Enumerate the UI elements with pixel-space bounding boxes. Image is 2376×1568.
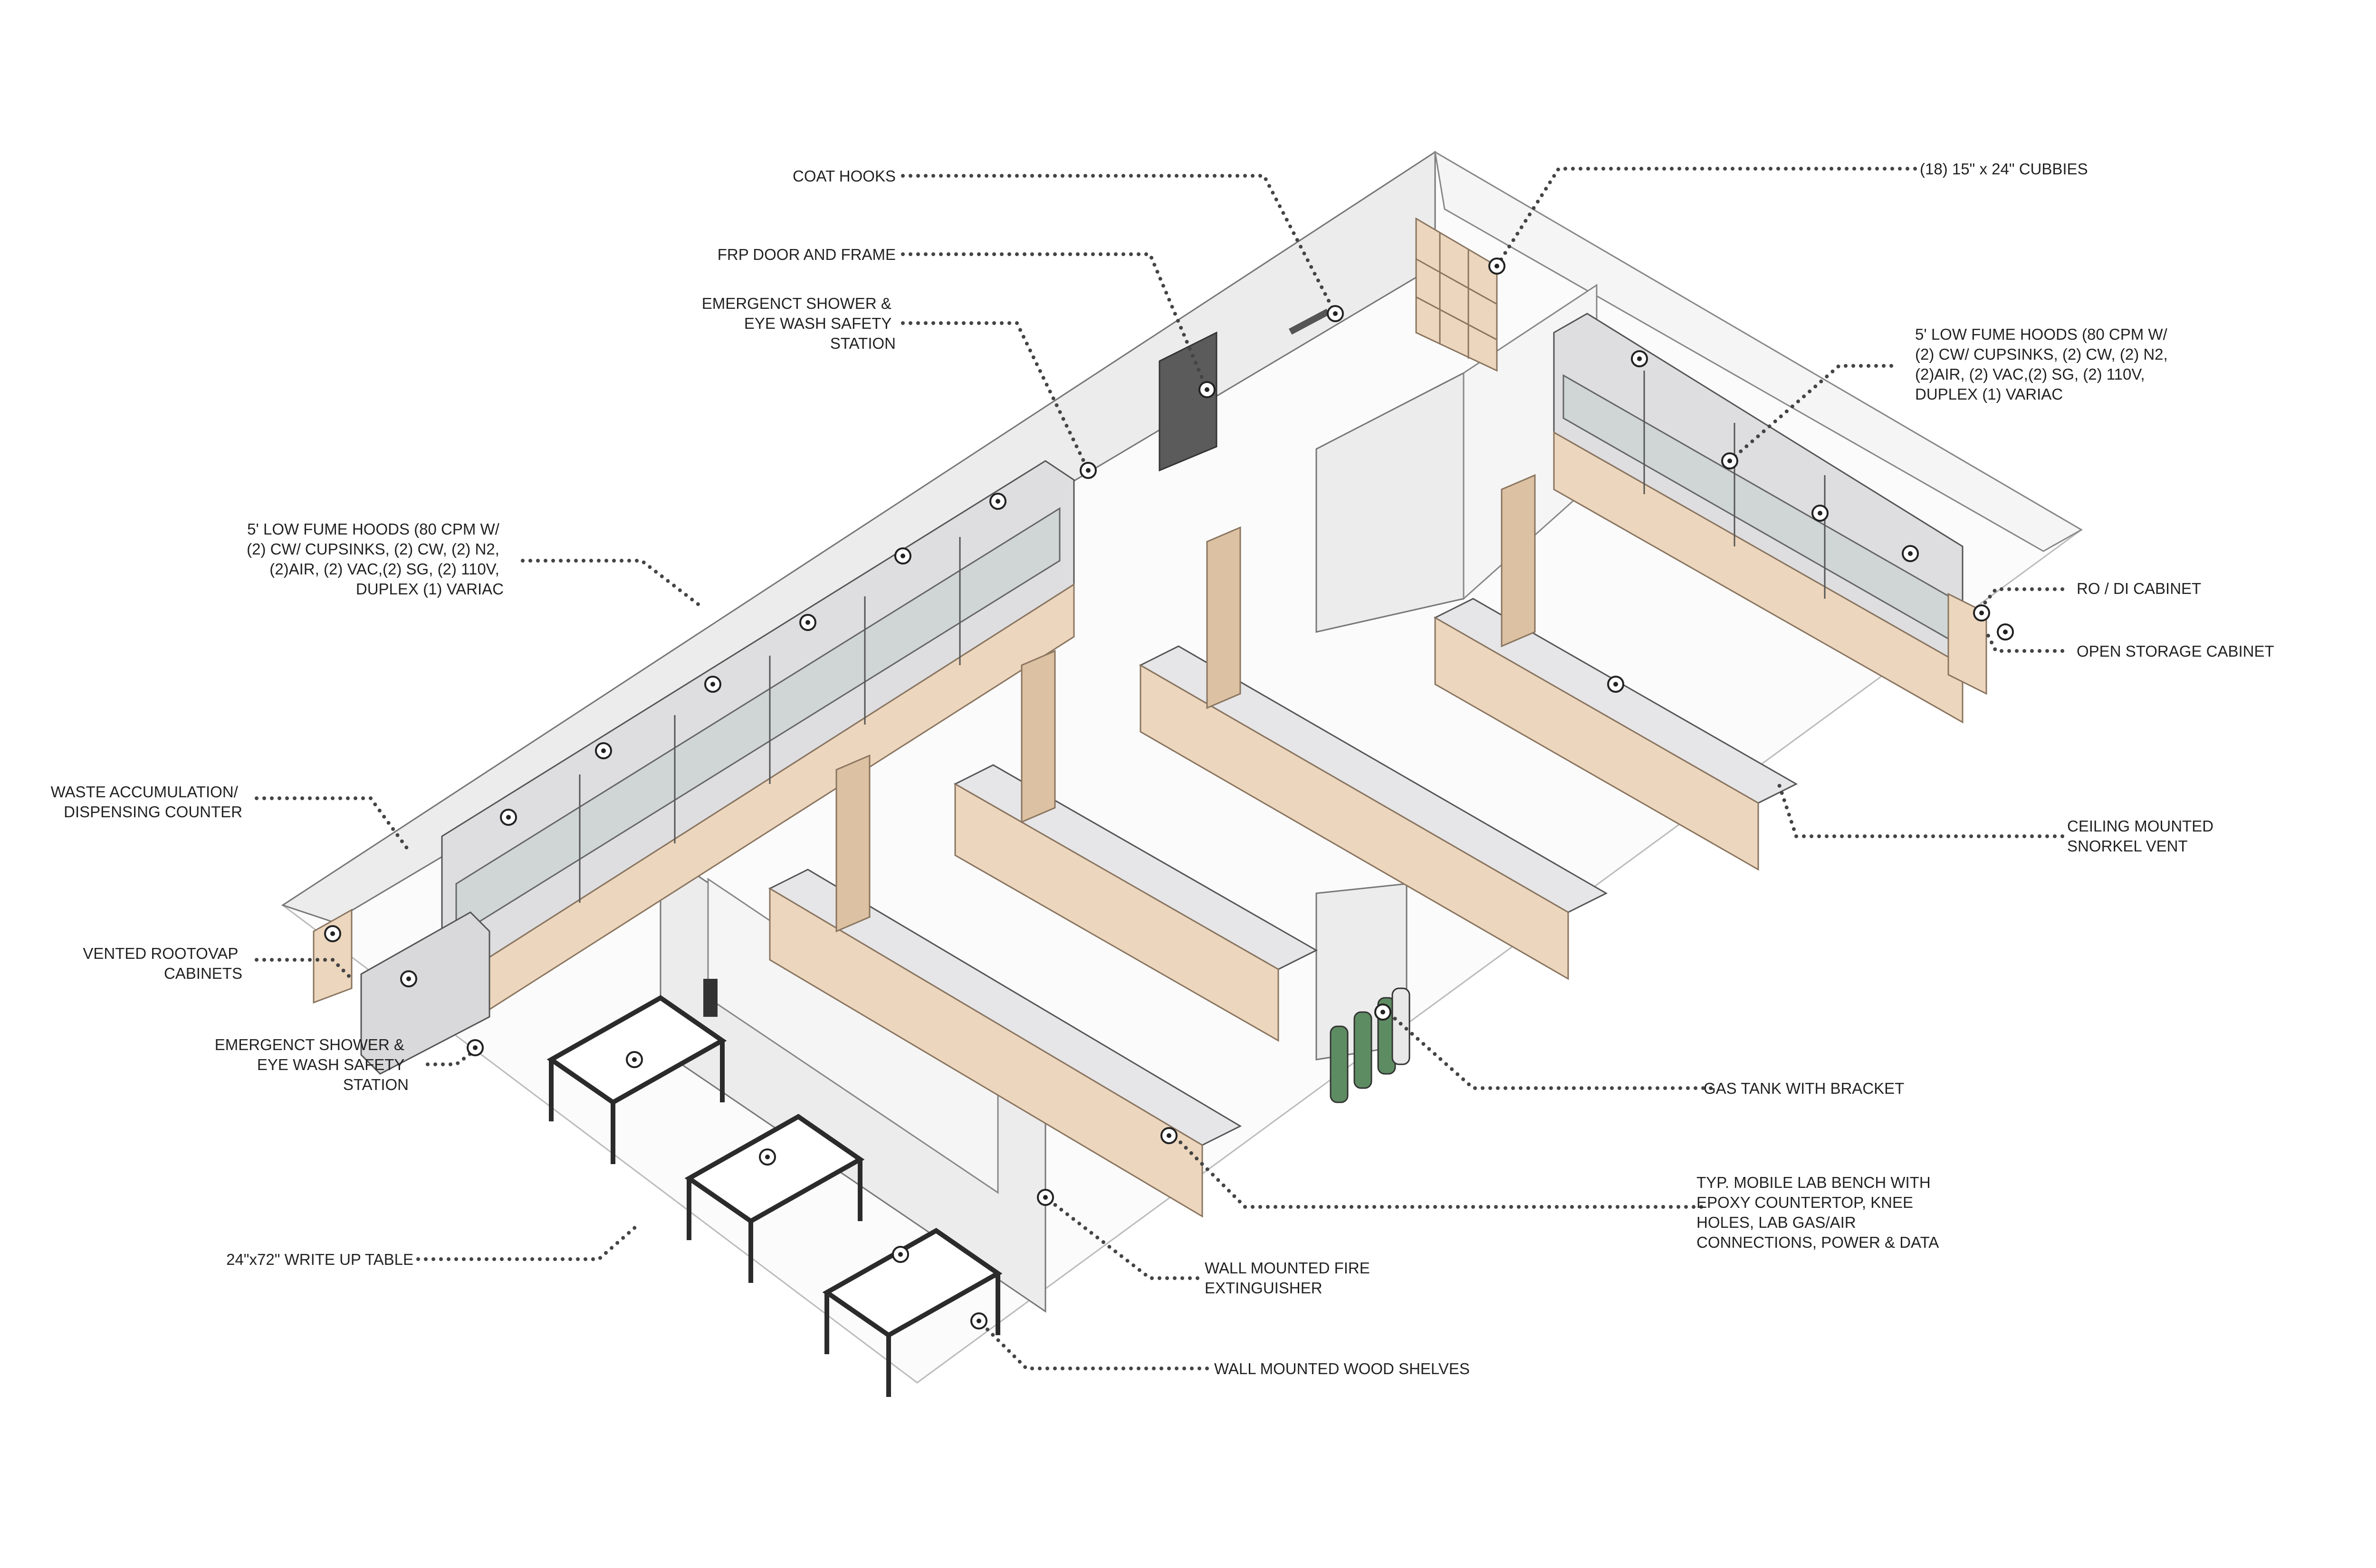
rootovap-cabinets (313, 908, 353, 1004)
label-snorkel: CEILING MOUNTED SNORKEL VENT (2067, 817, 2218, 855)
window-sill (703, 979, 718, 1017)
label-fume-hoods-left: 5' LOW FUME HOODS (80 CPM W/ (2) CW/ CUP… (247, 520, 504, 598)
cubbies-unit (1415, 217, 1498, 372)
fume-hoods-left-run (441, 460, 1075, 1023)
label-mobile-bench: TYP. MOBILE LAB BENCH WITH EPOXY COUNTER… (1696, 1174, 1939, 1251)
frp-door (1159, 331, 1217, 472)
lab-bench-3 (1139, 526, 1608, 980)
coat-hooks-rail (1288, 308, 1330, 335)
write-up-table-3 (822, 1228, 1003, 1397)
callout-markers (324, 258, 2014, 1329)
lab-bench-4 (1433, 474, 1798, 871)
label-shower-top: EMERGENCT SHOWER & EYE WASH SAFETY STATI… (702, 295, 896, 352)
write-up-table-1 (546, 995, 727, 1164)
leader-lines (255, 167, 2064, 1370)
label-rootovap: VENTED ROOTOVAP CABINETS (83, 945, 242, 982)
label-gas-tank: GAS TANK WITH BRACKET (1704, 1080, 1904, 1097)
lab-bench-2 (953, 650, 1318, 1042)
waste-dispensing-counter (360, 911, 490, 1075)
label-frp-door: FRP DOOR AND FRAME (718, 246, 896, 263)
label-coat-hooks: COAT HOOKS (793, 167, 896, 185)
label-ro-di: RO / DI CABINET (2077, 580, 2201, 597)
fume-hoods-right-run (1553, 313, 1964, 724)
label-wood-shelves: WALL MOUNTED WOOD SHELVES (1214, 1360, 1470, 1377)
label-shower-left: EMERGENCT SHOWER & EYE WASH SAFETY STATI… (215, 1036, 409, 1093)
lab-bench-1 (768, 754, 1242, 1218)
label-open-storage: OPEN STORAGE CABINET (2077, 642, 2274, 660)
write-up-table-2 (684, 1114, 865, 1283)
label-waste: WASTE ACCUMULATION/ DISPENSING COUNTER (51, 783, 242, 821)
back-right-wall (1434, 151, 2083, 552)
label-write-up: 24"x72" WRITE UP TABLE (226, 1251, 413, 1268)
label-cubbies: (18) 15" x 24" CUBBIES (1920, 160, 2088, 178)
label-fume-hoods-right: 5' LOW FUME HOODS (80 CPM W/ (2) CW/ CUP… (1915, 325, 2172, 403)
label-fire-ext: WALL MOUNTED FIRE EXTINGUISHER (1205, 1259, 1374, 1297)
